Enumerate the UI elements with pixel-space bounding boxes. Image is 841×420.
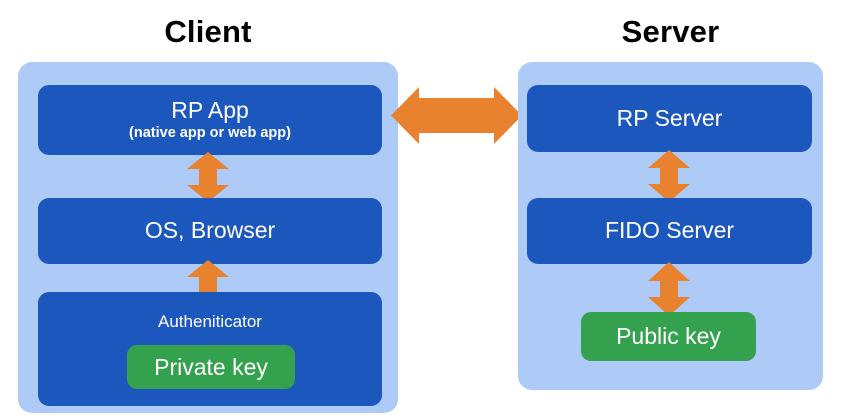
fido-server-title: FIDO Server bbox=[604, 217, 735, 244]
public-key-label: Public key bbox=[616, 323, 721, 349]
server-section-title: Server bbox=[621, 14, 720, 49]
arrow-fido-server-to-public-key bbox=[648, 262, 690, 316]
private-key-pill: Private key bbox=[127, 345, 295, 389]
arrow-rp-app-to-os-browser bbox=[187, 152, 229, 202]
rp-app-box: RP App (native app or web app) bbox=[38, 85, 382, 155]
arrow-client-to-server bbox=[391, 87, 522, 144]
rp-app-subtitle: (native app or web app) bbox=[129, 125, 291, 142]
rp-app-title: RP App bbox=[171, 97, 249, 124]
os-browser-title: OS, Browser bbox=[144, 217, 276, 244]
authenticator-title: Autheniticator bbox=[158, 312, 262, 331]
client-section-title: Client bbox=[164, 14, 252, 49]
rp-server-box: RP Server bbox=[527, 85, 812, 152]
arrow-rp-server-to-fido-server bbox=[648, 150, 690, 202]
public-key-pill: Public key bbox=[581, 312, 756, 361]
fido-server-box: FIDO Server bbox=[527, 198, 812, 264]
private-key-label: Private key bbox=[154, 353, 268, 380]
os-browser-box: OS, Browser bbox=[38, 198, 382, 264]
rp-server-title: RP Server bbox=[616, 104, 723, 131]
